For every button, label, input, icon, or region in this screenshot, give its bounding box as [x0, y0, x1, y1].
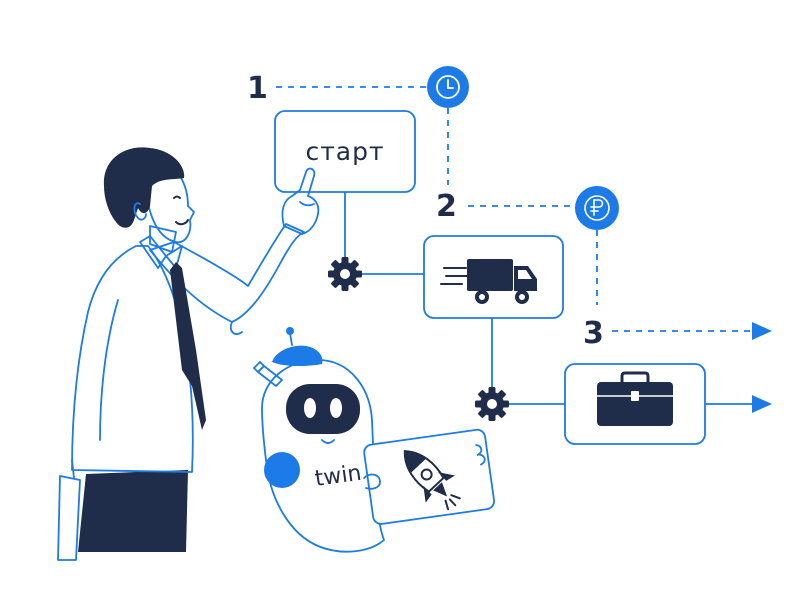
- gear-icon: [475, 387, 509, 421]
- step-number-1: 1: [247, 71, 268, 106]
- robot-label: twin: [313, 461, 363, 492]
- briefcase-box: [564, 363, 706, 445]
- trousers: [78, 470, 188, 552]
- ruble-icon: [575, 186, 619, 230]
- connector-start-truck: [344, 191, 425, 275]
- briefcase-icon: [597, 371, 673, 426]
- dashed-arrow-head: [752, 322, 772, 340]
- truck-box: [423, 235, 564, 319]
- man-figure: [57, 147, 320, 561]
- robot-figure: twin: [253, 327, 495, 553]
- robot-visor: [286, 384, 360, 434]
- tie: [170, 262, 206, 430]
- rocket-card: [363, 428, 495, 525]
- raised-arm: [149, 223, 305, 323]
- flow-diagram: 1 2 3: [247, 66, 772, 445]
- truck-icon: [440, 259, 537, 304]
- step-number-2: 2: [436, 189, 457, 224]
- start-label: старт: [305, 137, 384, 166]
- solid-arrow-head: [752, 395, 772, 413]
- clock-icon: [427, 66, 469, 108]
- pointing-hand: [281, 167, 320, 235]
- gear-icon: [328, 257, 362, 291]
- step-number-3: 3: [583, 316, 604, 351]
- start-box: старт: [274, 110, 416, 193]
- hair: [103, 147, 185, 228]
- robot-ear: [264, 452, 300, 488]
- rocket-icon: [403, 450, 461, 511]
